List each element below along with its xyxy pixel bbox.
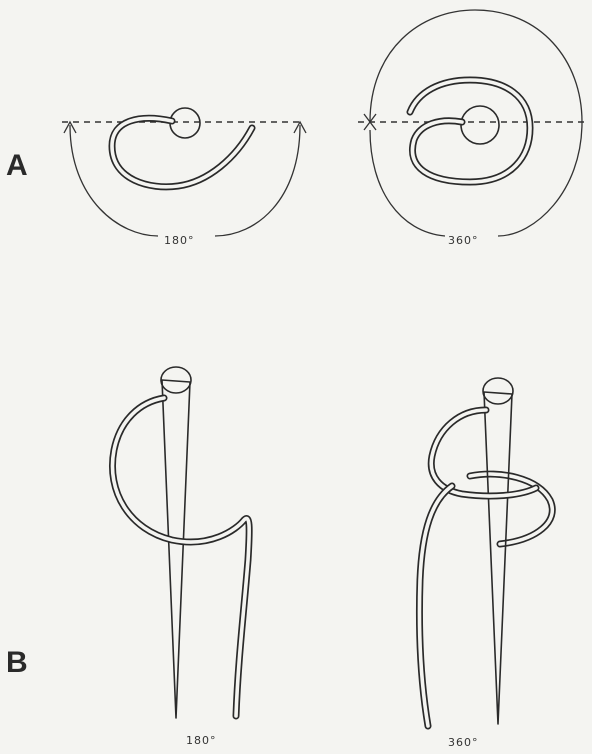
angle-label-a-right: 360° bbox=[448, 234, 479, 247]
angle-label-b-left: 180° bbox=[186, 734, 217, 747]
b-right-coil-side-view: 360° bbox=[419, 378, 552, 749]
a-right-coil-top-view: 360° bbox=[358, 10, 588, 247]
b-left-coil-side-view: 180° bbox=[112, 367, 249, 747]
a-left-coil-top-view: 180° bbox=[62, 108, 306, 247]
angle-label-a-left: 180° bbox=[164, 234, 195, 247]
panel-label-a: A bbox=[6, 149, 28, 182]
panel-label-b: B bbox=[6, 646, 28, 679]
angle-label-b-right: 360° bbox=[448, 736, 479, 749]
